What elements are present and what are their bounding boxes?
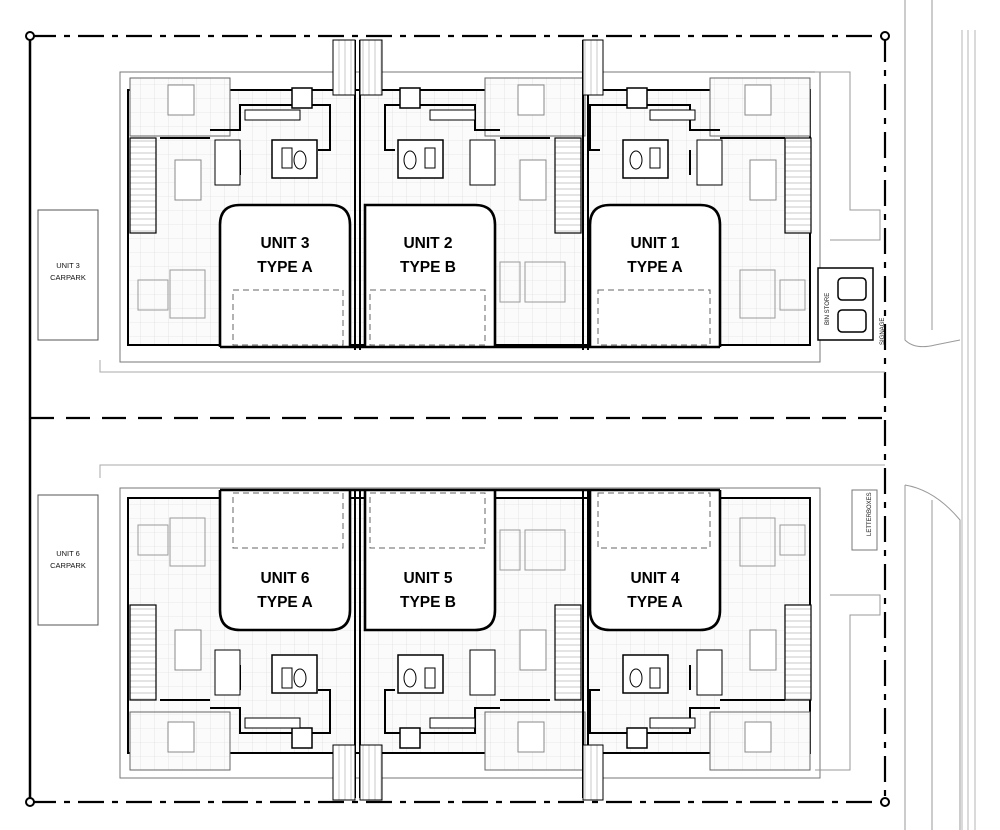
- unit-1-name: UNIT 1: [630, 235, 679, 252]
- unit-4-name: UNIT 4: [630, 570, 679, 587]
- unit-5-name: UNIT 5: [403, 570, 452, 587]
- top-building: BIN STORE SIGNAGE: [119, 39, 886, 363]
- garage-unit-6: [218, 490, 352, 632]
- unit-2-name: UNIT 2: [403, 235, 452, 252]
- carpark-label-line1: UNIT 3: [56, 261, 80, 270]
- unit-6-type: TYPE A: [257, 594, 312, 611]
- unit-labels: UNIT 3 TYPE A UNIT 2 TYPE B UNIT 1 TYPE …: [257, 235, 682, 611]
- bottom-building: LETTERBOXES: [119, 487, 881, 801]
- carpark-label-line2: CARPARK: [50, 561, 86, 570]
- unit-3-type: TYPE A: [257, 259, 312, 276]
- unit-1-type: TYPE A: [627, 259, 682, 276]
- garage-unit-5: [363, 490, 497, 632]
- unit-5-type: TYPE B: [400, 594, 456, 611]
- garage-unit-4: [588, 490, 722, 632]
- bin-store: BIN STORE: [817, 267, 874, 341]
- signage-label: SIGNAGE: [880, 318, 886, 345]
- unit-6-name: UNIT 6: [260, 570, 309, 587]
- carpark-unit-6: UNIT 6 CARPARK: [37, 494, 99, 626]
- carpark-unit-3: UNIT 3 CARPARK: [37, 209, 99, 341]
- unit-3-name: UNIT 3: [260, 235, 309, 252]
- driveway-centreline: [30, 360, 885, 478]
- carpark-label-line1: UNIT 6: [56, 549, 80, 558]
- unit-4-type: TYPE A: [627, 594, 682, 611]
- garage-unit-3: [218, 203, 352, 347]
- street-edge: [904, 0, 976, 830]
- boundary-corner-markers: [25, 31, 890, 807]
- unit-2-type: TYPE B: [400, 259, 456, 276]
- carpark-label-line2: CARPARK: [50, 273, 86, 282]
- garage-unit-1: [588, 203, 722, 347]
- letterboxes-label: LETTERBOXES: [867, 492, 873, 536]
- garage-unit-2: [363, 203, 497, 347]
- bin-store-label: BIN STORE: [825, 293, 831, 325]
